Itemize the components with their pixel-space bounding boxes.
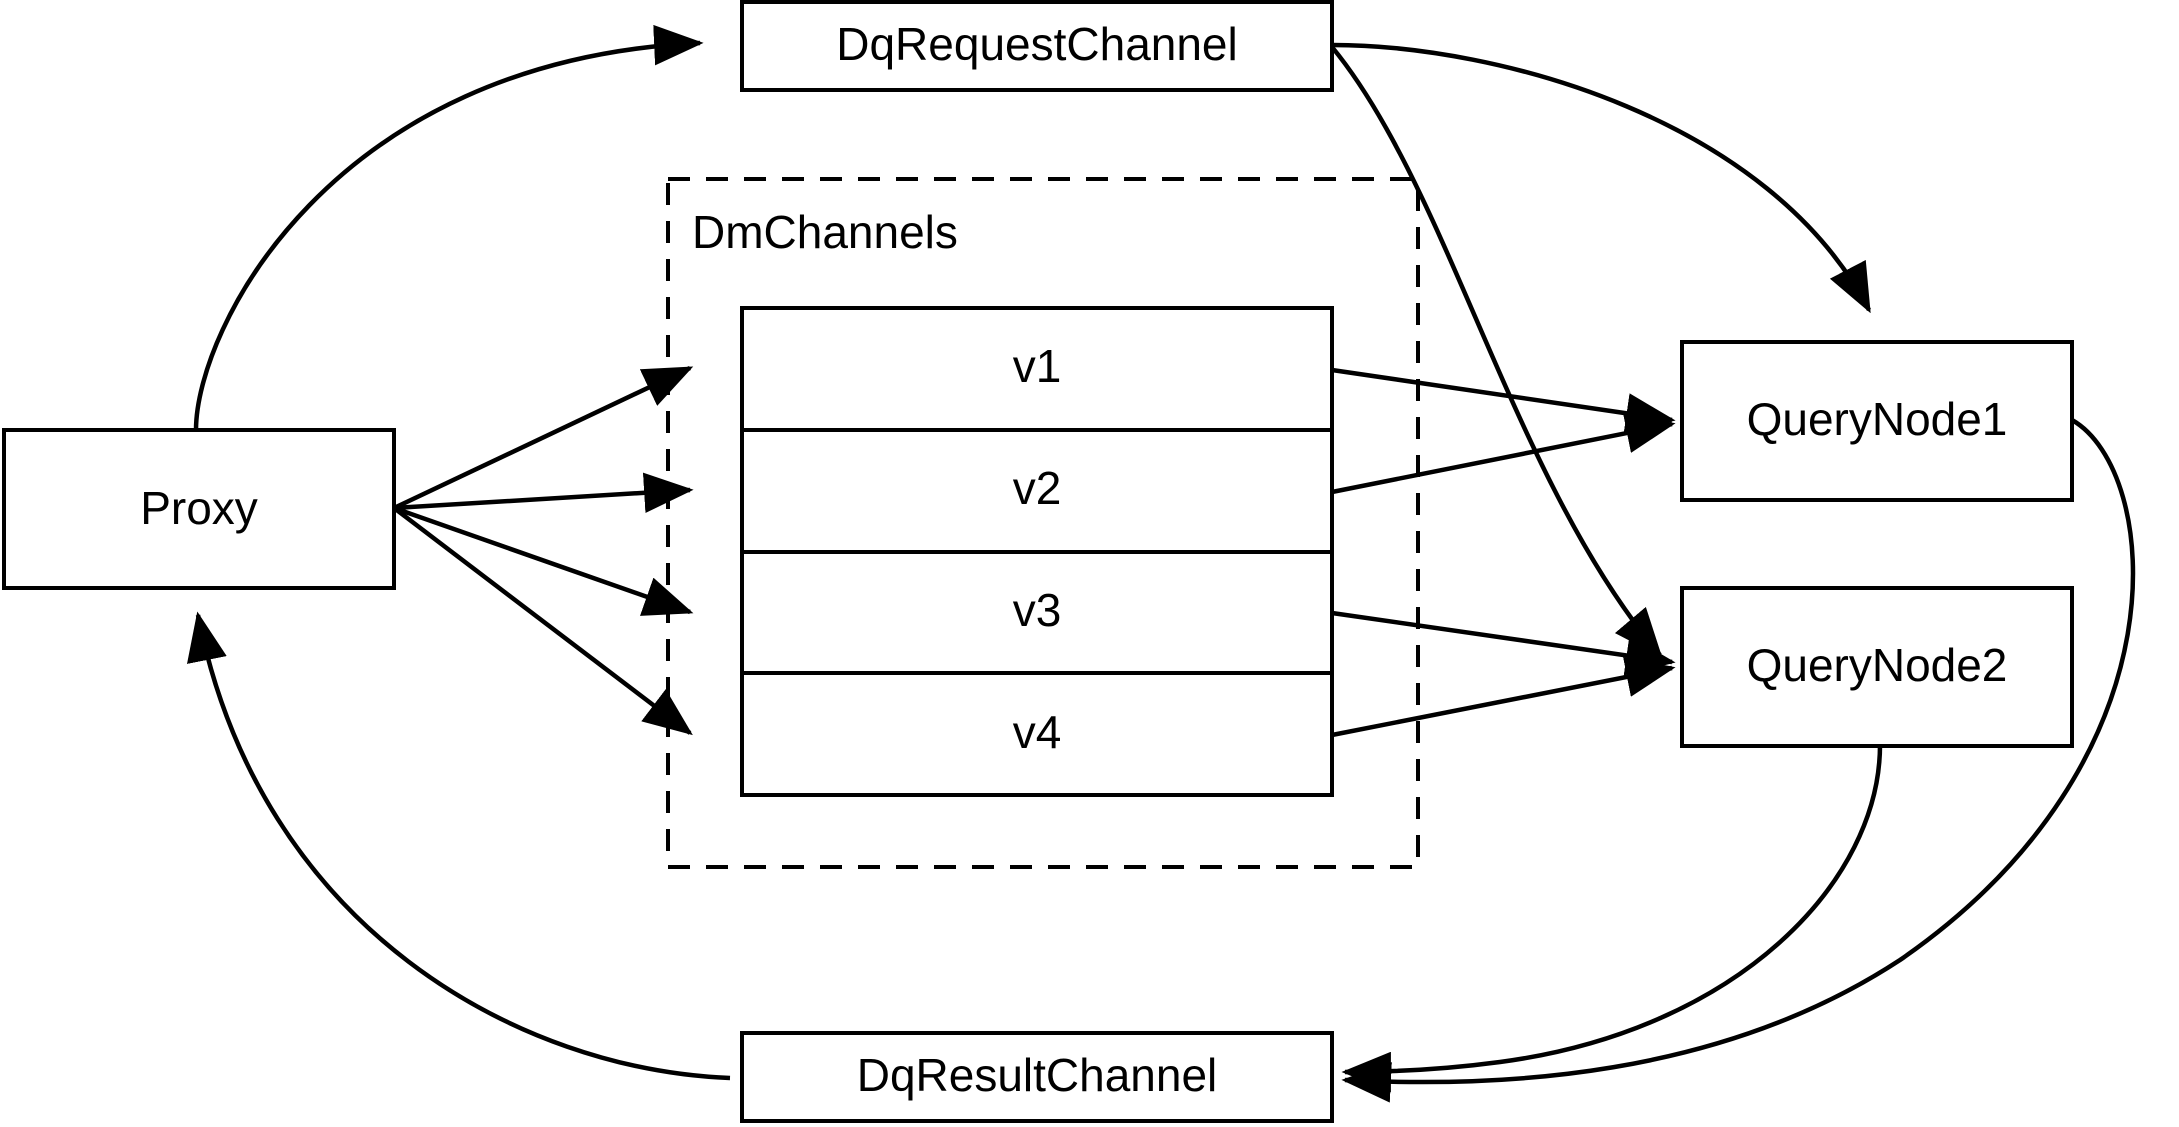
dqresultchannel-box[interactable]	[740, 1031, 1334, 1123]
querynode2-box[interactable]	[1680, 586, 2074, 748]
edge-dqresultchannel-to-proxy	[187, 611, 731, 1081]
edge-proxy-to-v4	[392, 506, 693, 736]
dmchannel-row-label-v1: v1	[1013, 340, 1062, 392]
edge-proxy-to-v3	[393, 505, 694, 616]
edge-v3-to-querynode2	[1331, 610, 1676, 676]
querynode2-label: QueryNode2	[1747, 639, 2008, 691]
dmchannel-row-label-v2: v2	[1013, 462, 1062, 514]
edge-v4-to-querynode2	[1331, 657, 1676, 738]
edge-dqrequestchannel-to-querynode1	[1331, 42, 1871, 314]
edge-dqrequestchannel-to-querynode2	[1330, 45, 1663, 658]
edge-v2-to-querynode1	[1331, 413, 1676, 495]
dqresultchannel-label: DqResultChannel	[857, 1049, 1218, 1101]
edge-querynode2-to-dqresultchannel	[1341, 744, 1883, 1093]
edge-querynode1-to-dqresultchannel	[1341, 418, 2136, 1103]
dmchannels-group-label: DmChannels	[692, 206, 958, 258]
edge-v1-to-querynode1	[1331, 367, 1676, 434]
proxy-label: Proxy	[140, 482, 258, 534]
querynode1-label: QueryNode1	[1747, 393, 2008, 445]
edge-proxy-to-v1	[393, 365, 694, 511]
dqrequestchannel-box[interactable]	[740, 0, 1334, 92]
dmchannel-row-label-v4: v4	[1013, 706, 1062, 758]
edge-proxy-to-v2	[393, 472, 694, 513]
dqrequestchannel-label: DqRequestChannel	[836, 18, 1238, 70]
proxy-box[interactable]	[2, 428, 396, 590]
querynode1-box[interactable]	[1680, 340, 2074, 502]
dmchannel-row-label-v3: v3	[1013, 584, 1062, 636]
edge-proxy-to-dqrequestchannel	[193, 24, 704, 431]
